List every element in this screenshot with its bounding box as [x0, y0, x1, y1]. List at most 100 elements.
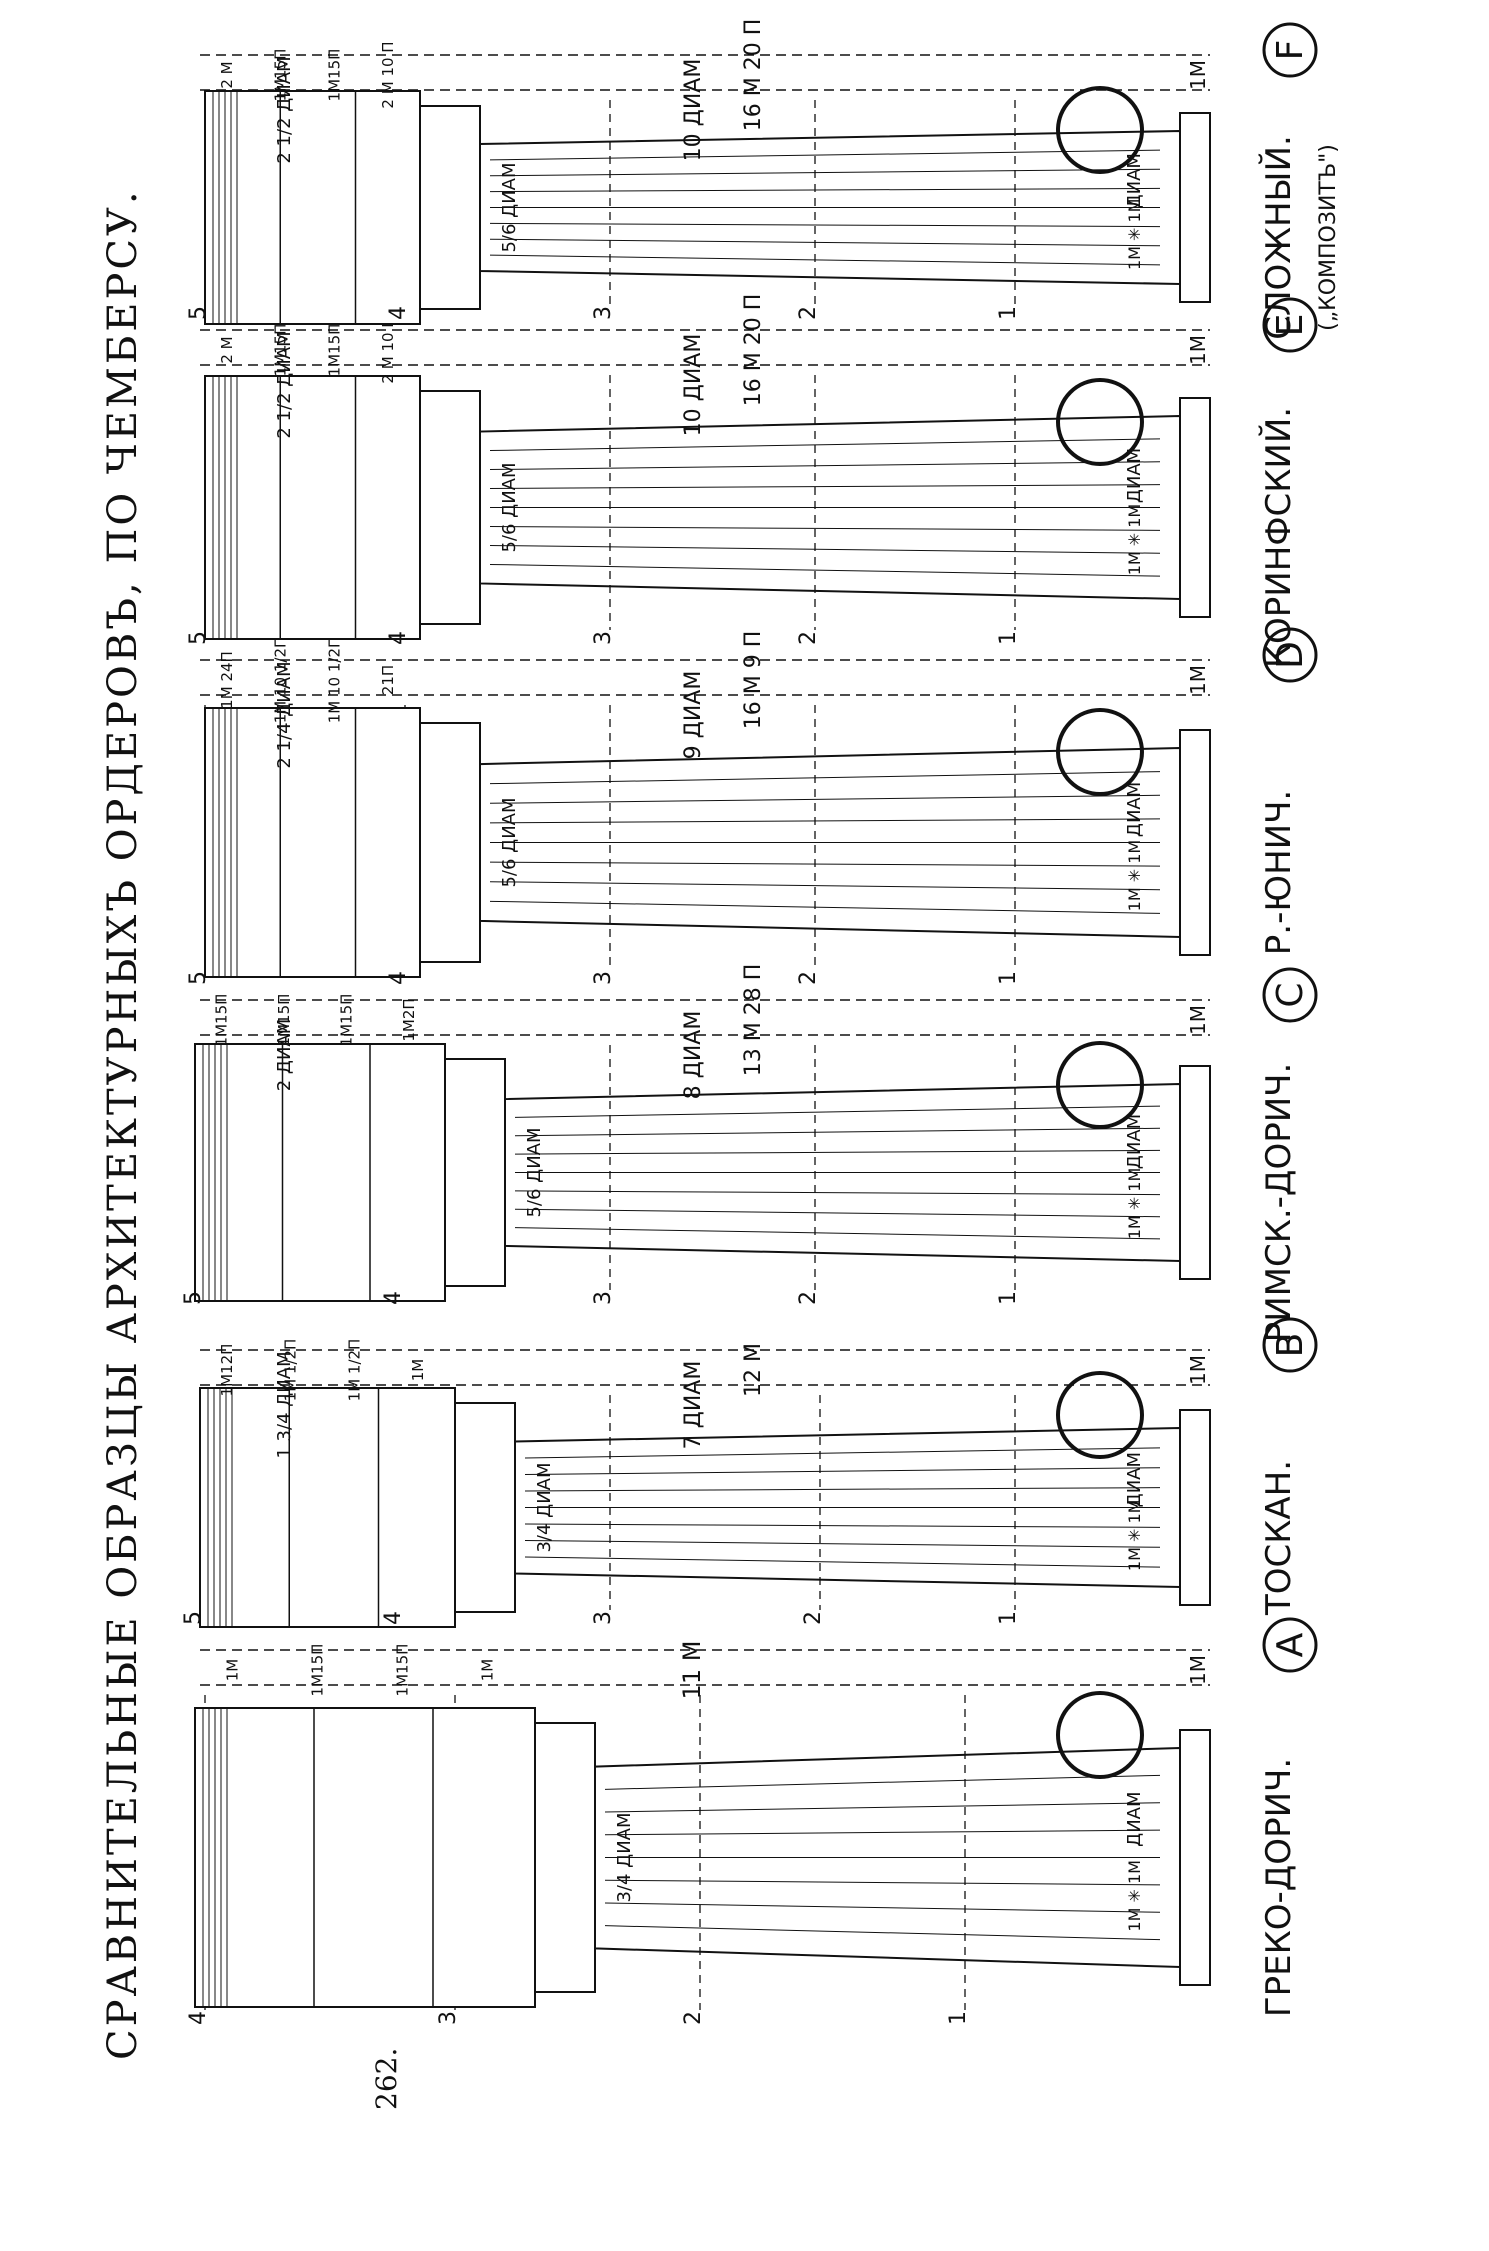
level-label: 3 [591, 1291, 616, 1305]
flute-line [524, 1523, 1161, 1528]
flute-line [489, 818, 1161, 824]
capital-label: 5/6 ДИАМ [499, 462, 520, 552]
order-letter: D [1270, 641, 1311, 669]
level-label: 3 [591, 1611, 616, 1625]
flute-line [489, 771, 1161, 785]
order-letter-badge [1262, 297, 1318, 353]
order-letter: B [1270, 1333, 1311, 1358]
entab-part: 1М 1/2П [282, 1339, 300, 1402]
base-label: 1М [1186, 1655, 1210, 1685]
flute-line [489, 484, 1161, 490]
flute-line [524, 1487, 1161, 1492]
order-name: ТОСКАН. [1259, 1460, 1299, 1616]
column-capital [444, 1058, 506, 1287]
entab-part: 1М 24П [218, 651, 236, 709]
entablature [204, 90, 421, 325]
flute-line [524, 1447, 1161, 1459]
entab-part: 1М15П [325, 49, 343, 102]
column-section [1056, 1371, 1144, 1459]
total-diam: 10 ДИАМ [681, 59, 706, 162]
order-name: КОРИНФСКИЙ. [1258, 407, 1299, 668]
section-circle [1056, 1691, 1144, 1779]
flute-line [514, 1127, 1161, 1137]
level-label: 4 [381, 1611, 406, 1625]
order-name: Р.-ЮНИЧ. [1259, 790, 1299, 955]
entab-part: 2 М [218, 336, 236, 363]
entab-diam: 2 1/4 ДИАМ [274, 661, 295, 768]
level-label: 5 [186, 306, 211, 320]
letter-circle [1262, 1317, 1318, 1373]
column-section [1056, 378, 1144, 466]
order-letter: A [1270, 1632, 1311, 1657]
entablature [194, 1707, 536, 2008]
level-label: 3 [591, 306, 616, 320]
flute-line [514, 1227, 1161, 1240]
capital-label: 5/6 ДИАМ [524, 1127, 545, 1217]
column-base [1179, 1065, 1211, 1280]
order-name: ГРЕКО-ДОРИЧ. [1259, 1758, 1299, 2017]
flute-line [524, 1556, 1161, 1568]
order-letter: C [1270, 982, 1311, 1007]
order-subtitle: („КОМПОЗИТЪ") [1316, 144, 1341, 331]
entab-part: 1М [409, 1359, 427, 1382]
column-height: 16 М 9 П [741, 631, 766, 730]
column-section [1056, 1691, 1144, 1779]
flute-line [514, 1190, 1161, 1196]
order-letter: F [1270, 40, 1311, 61]
level-label: 1 [996, 1611, 1021, 1625]
flute-line [489, 881, 1161, 891]
diam-label: ДИАМ [1124, 1114, 1145, 1169]
column-capital [454, 1402, 516, 1613]
level-label: 4 [381, 1291, 406, 1305]
order-letter-badge [1262, 967, 1318, 1023]
radius-label: 1М ✳ 1М [1125, 840, 1144, 912]
order-letter-badge [1262, 627, 1318, 683]
entab-part: 1М 10 1/2П [272, 637, 290, 724]
level-label: 5 [181, 1611, 206, 1625]
column-section [1056, 1041, 1144, 1129]
flute-line [514, 1105, 1161, 1118]
entab-diam: 2 ДИАМ [274, 1019, 295, 1092]
diam-label: ДИАМ [1124, 448, 1145, 503]
level-label: 4 [186, 2011, 211, 2025]
level-label: 2 [796, 971, 821, 985]
entab-part: 1М [224, 1659, 242, 1682]
column-base [1179, 112, 1211, 303]
capital-label: 5/6 ДИАМ [499, 162, 520, 252]
order-name: СЛОЖНЫЙ. [1258, 135, 1299, 340]
entab-part: 1М12П [218, 1344, 236, 1397]
entab-part: 1М [479, 1659, 497, 1682]
flute-line [524, 1539, 1161, 1548]
entab-part: 1М 1/2П [345, 1339, 363, 1402]
column-height: 16 М 20 П [741, 294, 766, 407]
column-section [1056, 86, 1144, 174]
letter-circle [1262, 1617, 1318, 1673]
order-d [200, 627, 1318, 978]
radius-label: 1М ✳ 1М [1125, 199, 1144, 271]
column-section [1056, 708, 1144, 796]
entablature [204, 375, 421, 640]
level-label: 4 [386, 631, 411, 645]
column-capital [534, 1722, 596, 1993]
entab-part: 1М15П [309, 1644, 327, 1697]
radius-label: 1М ✳ 1М [1125, 504, 1144, 576]
diam-label: ДИАМ [1124, 782, 1145, 837]
total-diam: 7 ДИАМ [681, 1361, 706, 1450]
entab-part: 1М15П [212, 994, 230, 1047]
column-capital [419, 105, 481, 310]
column-capital [419, 390, 481, 625]
level-label: 1 [996, 306, 1021, 320]
column-base [1179, 397, 1211, 618]
column-height: 12 М [741, 1343, 766, 1397]
level-label: 5 [181, 1291, 206, 1305]
order-a [194, 1617, 1318, 2010]
level-label: 2 [681, 2011, 706, 2025]
entab-part: 1М15П [272, 324, 290, 377]
base-label: 1М [1186, 335, 1210, 365]
total-diam: 8 ДИАМ [681, 1011, 706, 1100]
flute-line [489, 563, 1161, 577]
entab-diam: 1 3/4 ДИАМ [274, 1351, 295, 1458]
entab-part: 1М 10 1/2П [325, 637, 343, 724]
level-label: 3 [591, 631, 616, 645]
